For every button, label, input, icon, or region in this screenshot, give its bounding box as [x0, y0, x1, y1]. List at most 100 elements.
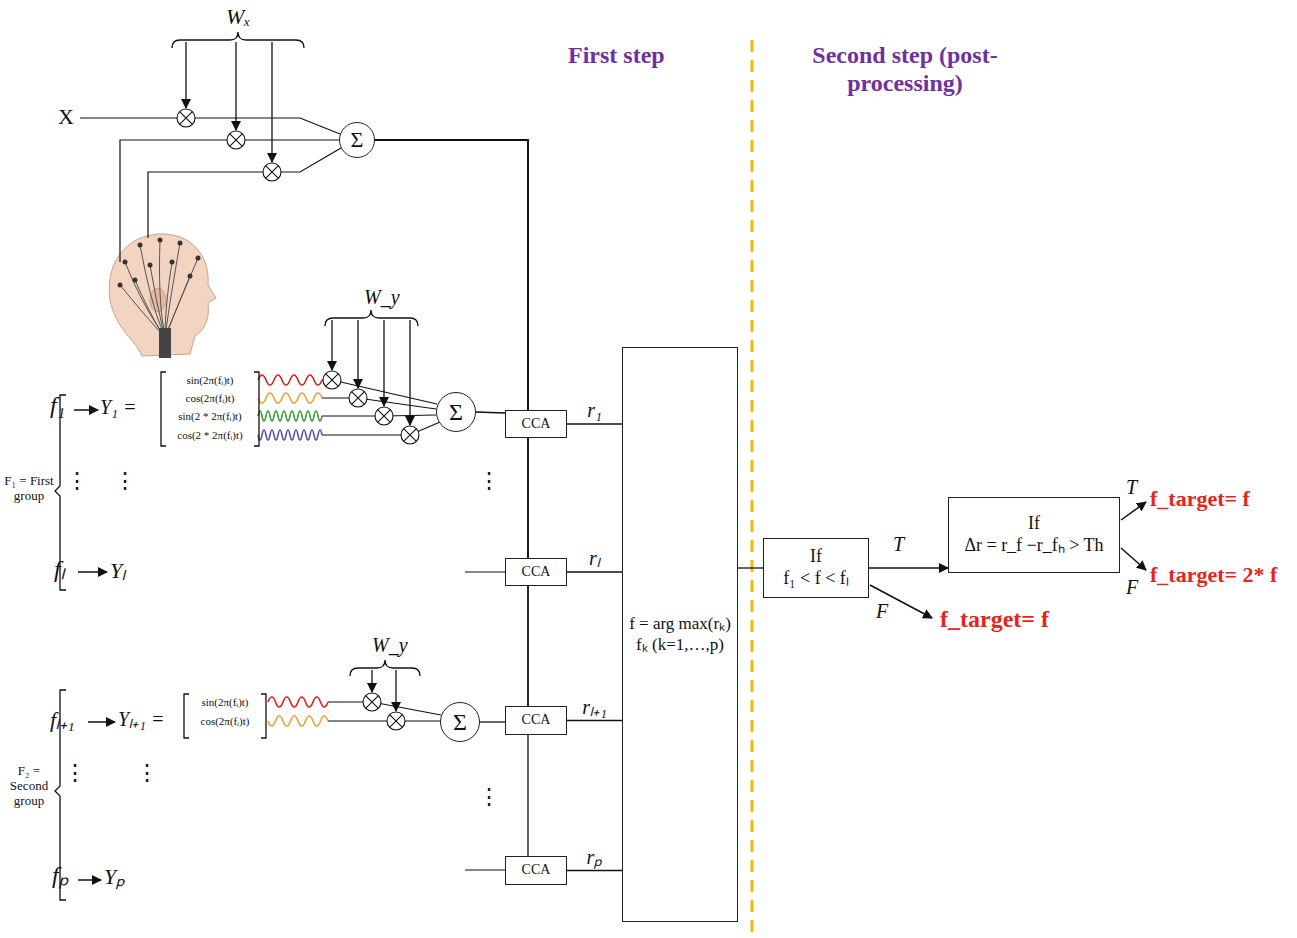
diagram-label: sin(2π(fᵢ)t) [165, 374, 255, 387]
reference-waves-part [258, 411, 322, 421]
weight-brace-part [395, 670, 396, 711]
diagram-label: fₗ [54, 556, 65, 584]
head-illustration-part [118, 238, 201, 288]
diagram-label: W_y [364, 286, 400, 309]
head-illustration-part-part [148, 263, 153, 268]
diagram-label: ⋮ [478, 468, 500, 493]
node-text: CCA [522, 416, 551, 433]
head-illustration-part-part [118, 283, 123, 288]
node-text: CCA [522, 712, 551, 729]
head-illustration-part-part [138, 243, 143, 248]
weight-brace-part [172, 32, 304, 48]
diagram-label: ⋮ [64, 760, 86, 785]
input-wires-part [148, 148, 341, 238]
diagram-label: W_y [372, 634, 408, 657]
diagram-label: Yₗ [110, 558, 126, 583]
diagram-label: cos(2 * 2π(fᵢ)t) [165, 429, 255, 442]
node-text: If [1028, 513, 1040, 535]
diagram-label: T [1126, 476, 1137, 499]
connector [476, 412, 505, 413]
reference-waves [258, 375, 328, 726]
head-illustration-part-part [133, 278, 138, 283]
cca-box: CCA [505, 856, 567, 885]
diagram-label: X [58, 104, 74, 129]
weight-brace-part [383, 320, 384, 406]
cca-box: CCA [505, 706, 567, 735]
head-illustration-part-part [188, 274, 193, 279]
mapping-arrows-part [74, 409, 98, 411]
node-text: Σ [453, 710, 467, 734]
diagram-label: Yₗ₊₁ = [118, 708, 165, 731]
connector [869, 567, 948, 568]
reference-waves-part [258, 393, 322, 403]
diagram-label: f_target= 2* f [1150, 562, 1277, 587]
diagram-label: Second step (post-processing) [790, 42, 1020, 97]
argmax-box: f = arg max(rₖ) fₖ (k=1,…,p) [622, 347, 738, 922]
signal-wires-part [328, 702, 441, 715]
weight-brace-part [235, 42, 236, 130]
diagram-label: fₚ [52, 862, 69, 890]
signal-wires-part [465, 571, 505, 572]
head-illustration-part-part [135, 280, 161, 332]
mapping-arrows-part [88, 721, 115, 723]
connector [567, 423, 622, 424]
input-wires [80, 118, 341, 262]
head-illustration-part-part [196, 256, 201, 261]
mapping-arrows-part [78, 879, 101, 881]
step-divider-part [751, 40, 754, 938]
diagram-label: sin(2 * 2π(fᵢ)t) [165, 410, 255, 423]
diagram-label: cos(2π(fᵢ)t) [165, 392, 255, 405]
signal-wires-part [465, 869, 505, 870]
head-illustration-part-part [158, 238, 163, 243]
head-illustration-part-part [150, 265, 163, 330]
mapping-arrows-part [78, 571, 107, 573]
diagram-label: ⋮ [114, 468, 136, 493]
connector [738, 567, 763, 568]
reference-waves-part [258, 430, 322, 440]
signal-wires-part [328, 720, 440, 721]
node-text: f = arg max(rₖ) fₖ (k=1,…,p) [629, 614, 731, 655]
edge-label: rₗ [587, 547, 602, 569]
matrix-brackets-part [161, 372, 166, 446]
diagram-label: f_target= f [1150, 486, 1250, 511]
group-brackets [55, 395, 66, 900]
head-illustration-part-part [165, 262, 172, 330]
head-illustration-part-part [170, 260, 175, 265]
matrix-brackets [161, 372, 266, 738]
diagram-label: ⋮ [136, 760, 158, 785]
sum-circle: Σ [436, 392, 476, 432]
decision-box: Iff₁ < f < fₗ [763, 538, 869, 598]
group-brackets-part [55, 395, 66, 590]
diagram-label: f_target= f [940, 606, 1049, 634]
step-divider [752, 40, 753, 938]
edge-label: rₚ [585, 846, 605, 868]
diagram-label: First step [568, 42, 665, 70]
head-illustration [109, 234, 216, 358]
weight-brace-part [331, 320, 332, 370]
node-text: Δr = r_f −r_fₕ > Th [964, 535, 1103, 557]
node-text: Σ [449, 400, 463, 424]
node-text: CCA [522, 564, 551, 581]
connector [375, 140, 528, 410]
head-illustration-part-part [140, 245, 162, 330]
weight-brace-part [325, 310, 418, 326]
weight-brace [172, 32, 420, 711]
reference-waves-part [258, 375, 322, 385]
edge-label: r₁ [585, 399, 604, 421]
diagram-label: Y₁ = [100, 396, 137, 419]
decision-arrows-part [1121, 502, 1146, 520]
signal-wires [322, 380, 505, 870]
diagram-label: sin(2π(fᵢ)t) [188, 696, 262, 709]
cca-box: CCA [505, 558, 567, 586]
head-illustration-part [120, 240, 198, 332]
connector [480, 721, 505, 722]
connector [567, 720, 622, 721]
input-wires-part [120, 140, 340, 262]
weight-brace-part [371, 670, 372, 692]
node-text: Σ [351, 129, 364, 151]
weight-brace-part [409, 320, 410, 425]
weight-brace-part [357, 320, 358, 388]
head-illustration-part-part [167, 276, 190, 332]
node-text: f₁ < f < fₗ [783, 568, 849, 590]
connector [375, 140, 528, 856]
